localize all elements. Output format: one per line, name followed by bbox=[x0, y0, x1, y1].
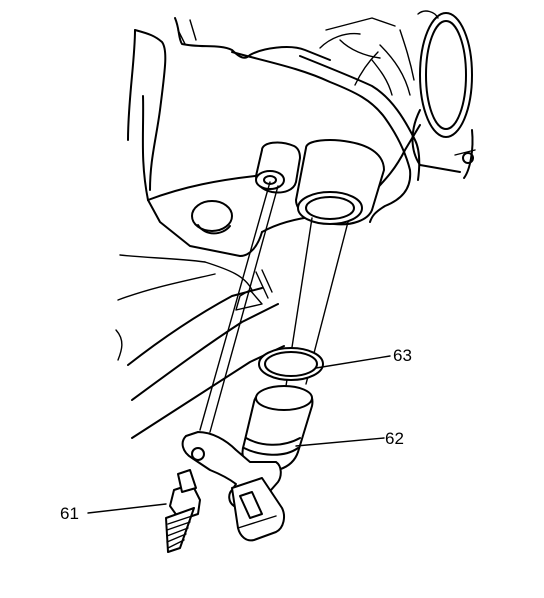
callout-leaders bbox=[87, 355, 391, 514]
flange bbox=[411, 12, 476, 179]
callout-62: 62 bbox=[385, 429, 404, 448]
bolt bbox=[165, 469, 201, 553]
o-ring-seal bbox=[258, 347, 324, 381]
callout-61: 61 bbox=[60, 504, 79, 523]
callout-63: 63 bbox=[393, 346, 412, 365]
engine-housing bbox=[115, 10, 439, 439]
sensor bbox=[181, 385, 314, 542]
housing-bosses bbox=[191, 139, 385, 235]
